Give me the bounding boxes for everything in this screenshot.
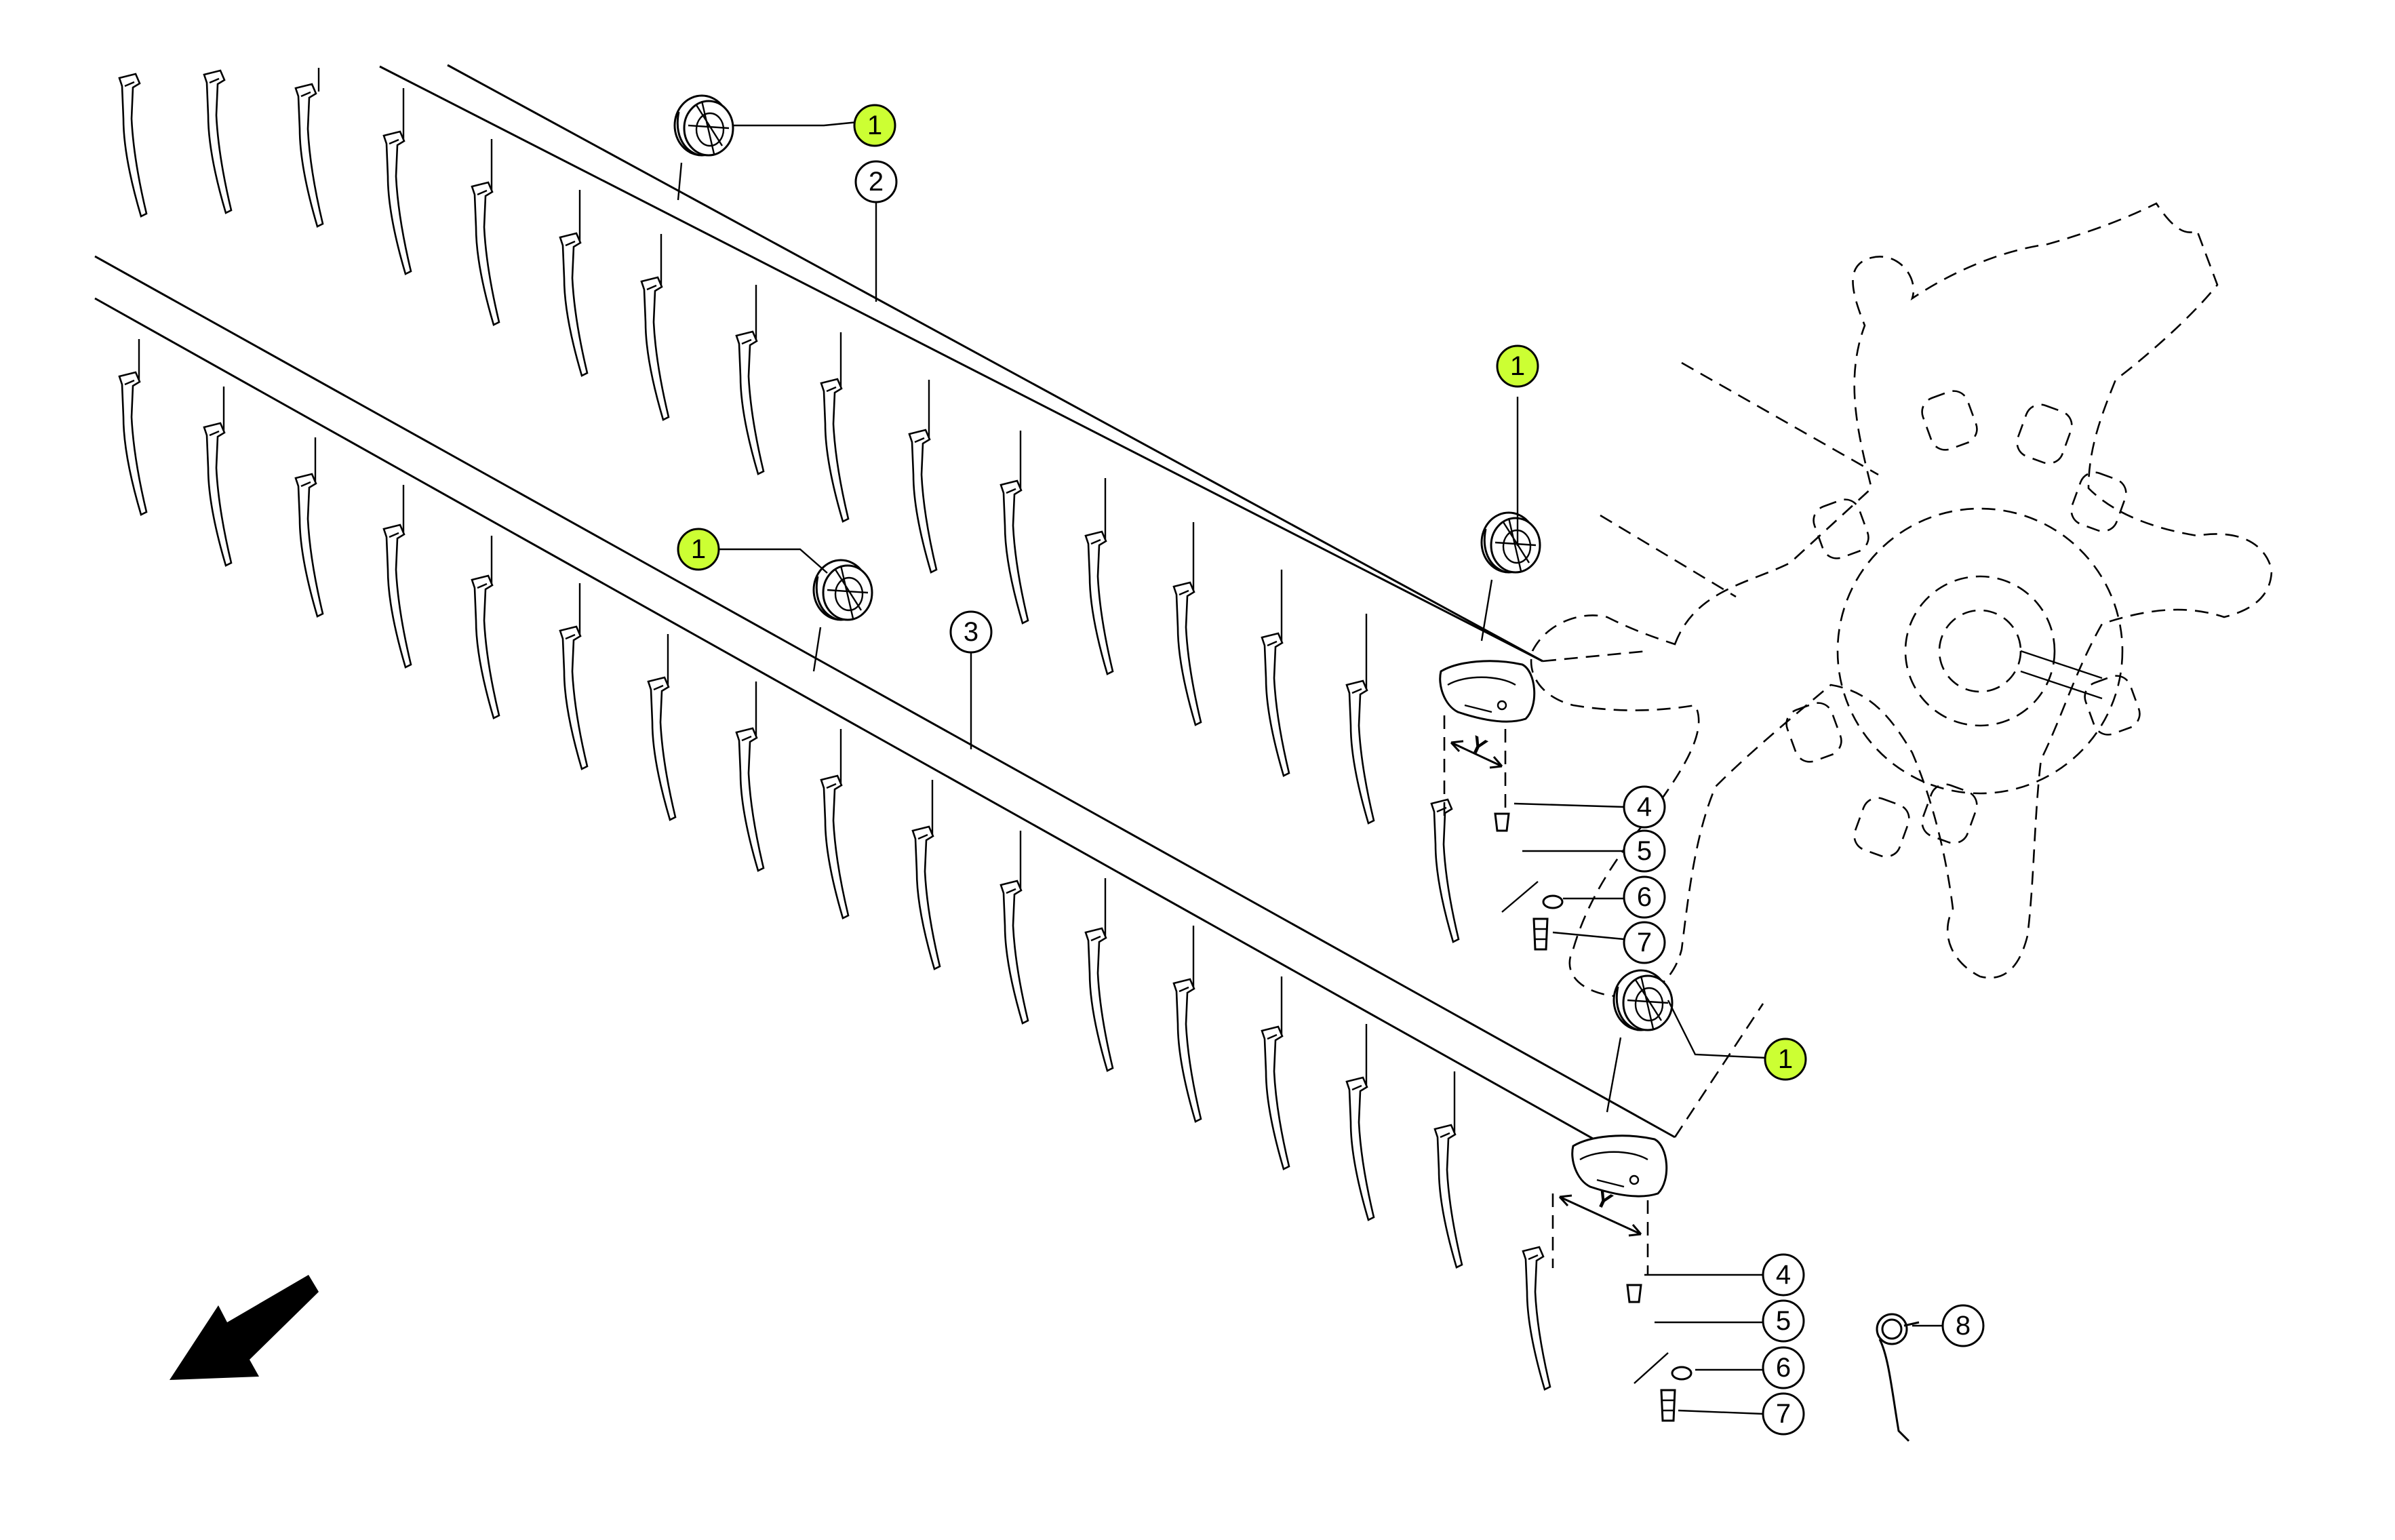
bushing-lower-left [812, 559, 873, 672]
dimension-y-lower-label: Y [1591, 1185, 1617, 1215]
callout-1-c[interactable]: 1 [677, 528, 720, 571]
spring-part [1876, 1313, 1920, 1442]
leader-lines [709, 121, 1943, 1415]
callout-1-c-label: 1 [691, 534, 706, 564]
upper-reel-tube [379, 64, 1543, 663]
callout-8[interactable]: 8 [1941, 1304, 1985, 1347]
hardware-lower [1626, 1284, 1693, 1422]
callout-4-upper-label: 4 [1637, 792, 1652, 822]
callout-7-upper[interactable]: 7 [1623, 921, 1666, 964]
callout-7-upper-label: 7 [1637, 928, 1652, 957]
callout-1-b[interactable]: 1 [1496, 344, 1539, 388]
callout-3-label: 3 [964, 617, 978, 647]
bushing-upper-right [1480, 511, 1541, 641]
arrow-down-left-icon [170, 1275, 319, 1380]
callout-6-upper[interactable]: 6 [1623, 875, 1666, 919]
callout-5-upper[interactable]: 5 [1623, 829, 1666, 873]
callout-5-lower[interactable]: 5 [1762, 1299, 1805, 1343]
bushing-lower-right [1606, 969, 1674, 1113]
dimension-y-upper-label: Y [1466, 731, 1491, 761]
end-fitting-lower [1571, 1134, 1668, 1198]
dimension-y-lower: Y [1551, 1185, 1649, 1275]
callout-8-label: 8 [1956, 1311, 1971, 1341]
callout-5-lower-label: 5 [1776, 1306, 1791, 1336]
bushing-upper-left [673, 94, 734, 201]
callout-6-lower-label: 6 [1776, 1353, 1791, 1383]
callout-2[interactable]: 2 [854, 160, 898, 203]
dimension-y-upper: Y [1443, 715, 1507, 821]
lower-tines-row [118, 371, 1551, 1391]
callout-7-lower-label: 7 [1776, 1399, 1791, 1429]
callout-7-lower[interactable]: 7 [1762, 1392, 1805, 1436]
callout-6-upper-label: 6 [1637, 882, 1652, 912]
lower-reel-tube [94, 255, 1676, 1174]
callout-1-a-label: 1 [867, 111, 882, 140]
callout-2-label: 2 [869, 167, 884, 197]
callout-5-upper-label: 5 [1637, 836, 1652, 866]
end-fitting-upper [1439, 660, 1536, 723]
callout-4-lower[interactable]: 4 [1762, 1253, 1805, 1297]
callout-4-upper[interactable]: 4 [1623, 785, 1666, 829]
callout-1-d[interactable]: 1 [1764, 1038, 1807, 1081]
callout-1-a[interactable]: 1 [853, 104, 896, 147]
callout-1-d-label: 1 [1778, 1044, 1793, 1074]
lower-tines-hangers [138, 339, 1456, 1132]
callout-6-lower[interactable]: 6 [1762, 1346, 1805, 1389]
callout-4-lower-label: 4 [1776, 1260, 1791, 1290]
hardware-upper [1494, 812, 1564, 951]
upper-tines-hangers [317, 68, 1368, 688]
callout-1-b-label: 1 [1510, 351, 1525, 381]
callout-3[interactable]: 3 [949, 610, 993, 654]
